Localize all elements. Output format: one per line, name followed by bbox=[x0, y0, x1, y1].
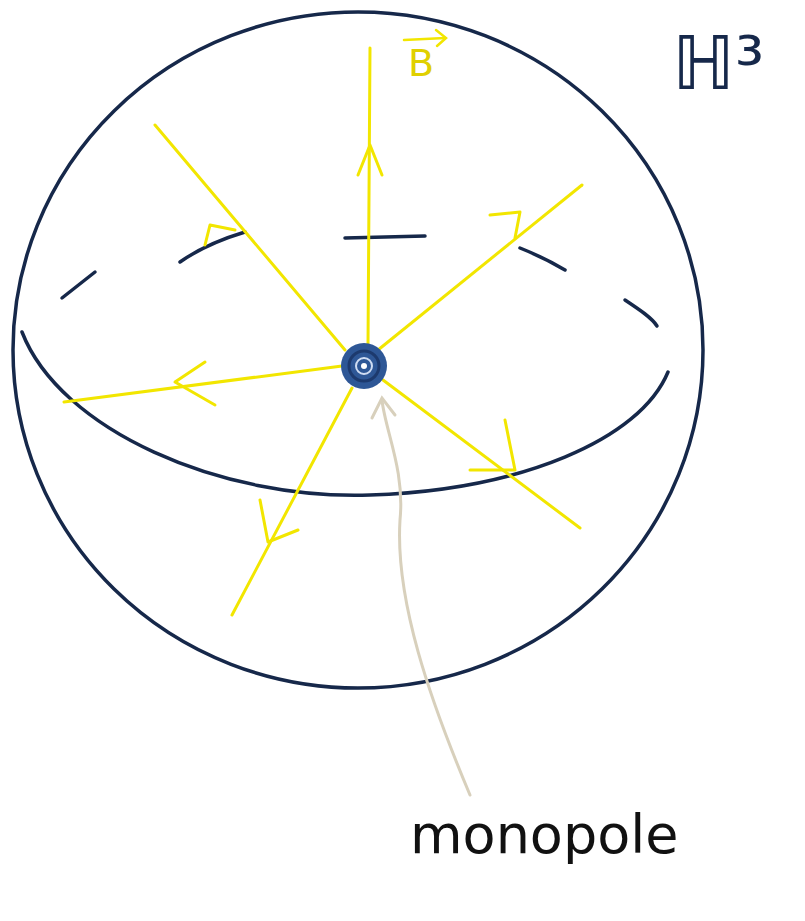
leader-line bbox=[372, 398, 470, 795]
callout-label: monopole bbox=[410, 808, 678, 862]
monopole-dot bbox=[341, 343, 387, 389]
equator-back-dash bbox=[345, 236, 425, 238]
vector-label: B bbox=[408, 44, 434, 82]
equator-back-dash bbox=[62, 272, 95, 298]
equator-back-dash bbox=[180, 232, 245, 262]
field-lines bbox=[64, 48, 582, 615]
sphere-outline bbox=[13, 12, 703, 688]
equator-back-dash bbox=[625, 300, 657, 326]
equator-front bbox=[22, 332, 668, 495]
equator-back-dash bbox=[520, 248, 565, 270]
space-label: ℍ³ bbox=[672, 26, 765, 100]
